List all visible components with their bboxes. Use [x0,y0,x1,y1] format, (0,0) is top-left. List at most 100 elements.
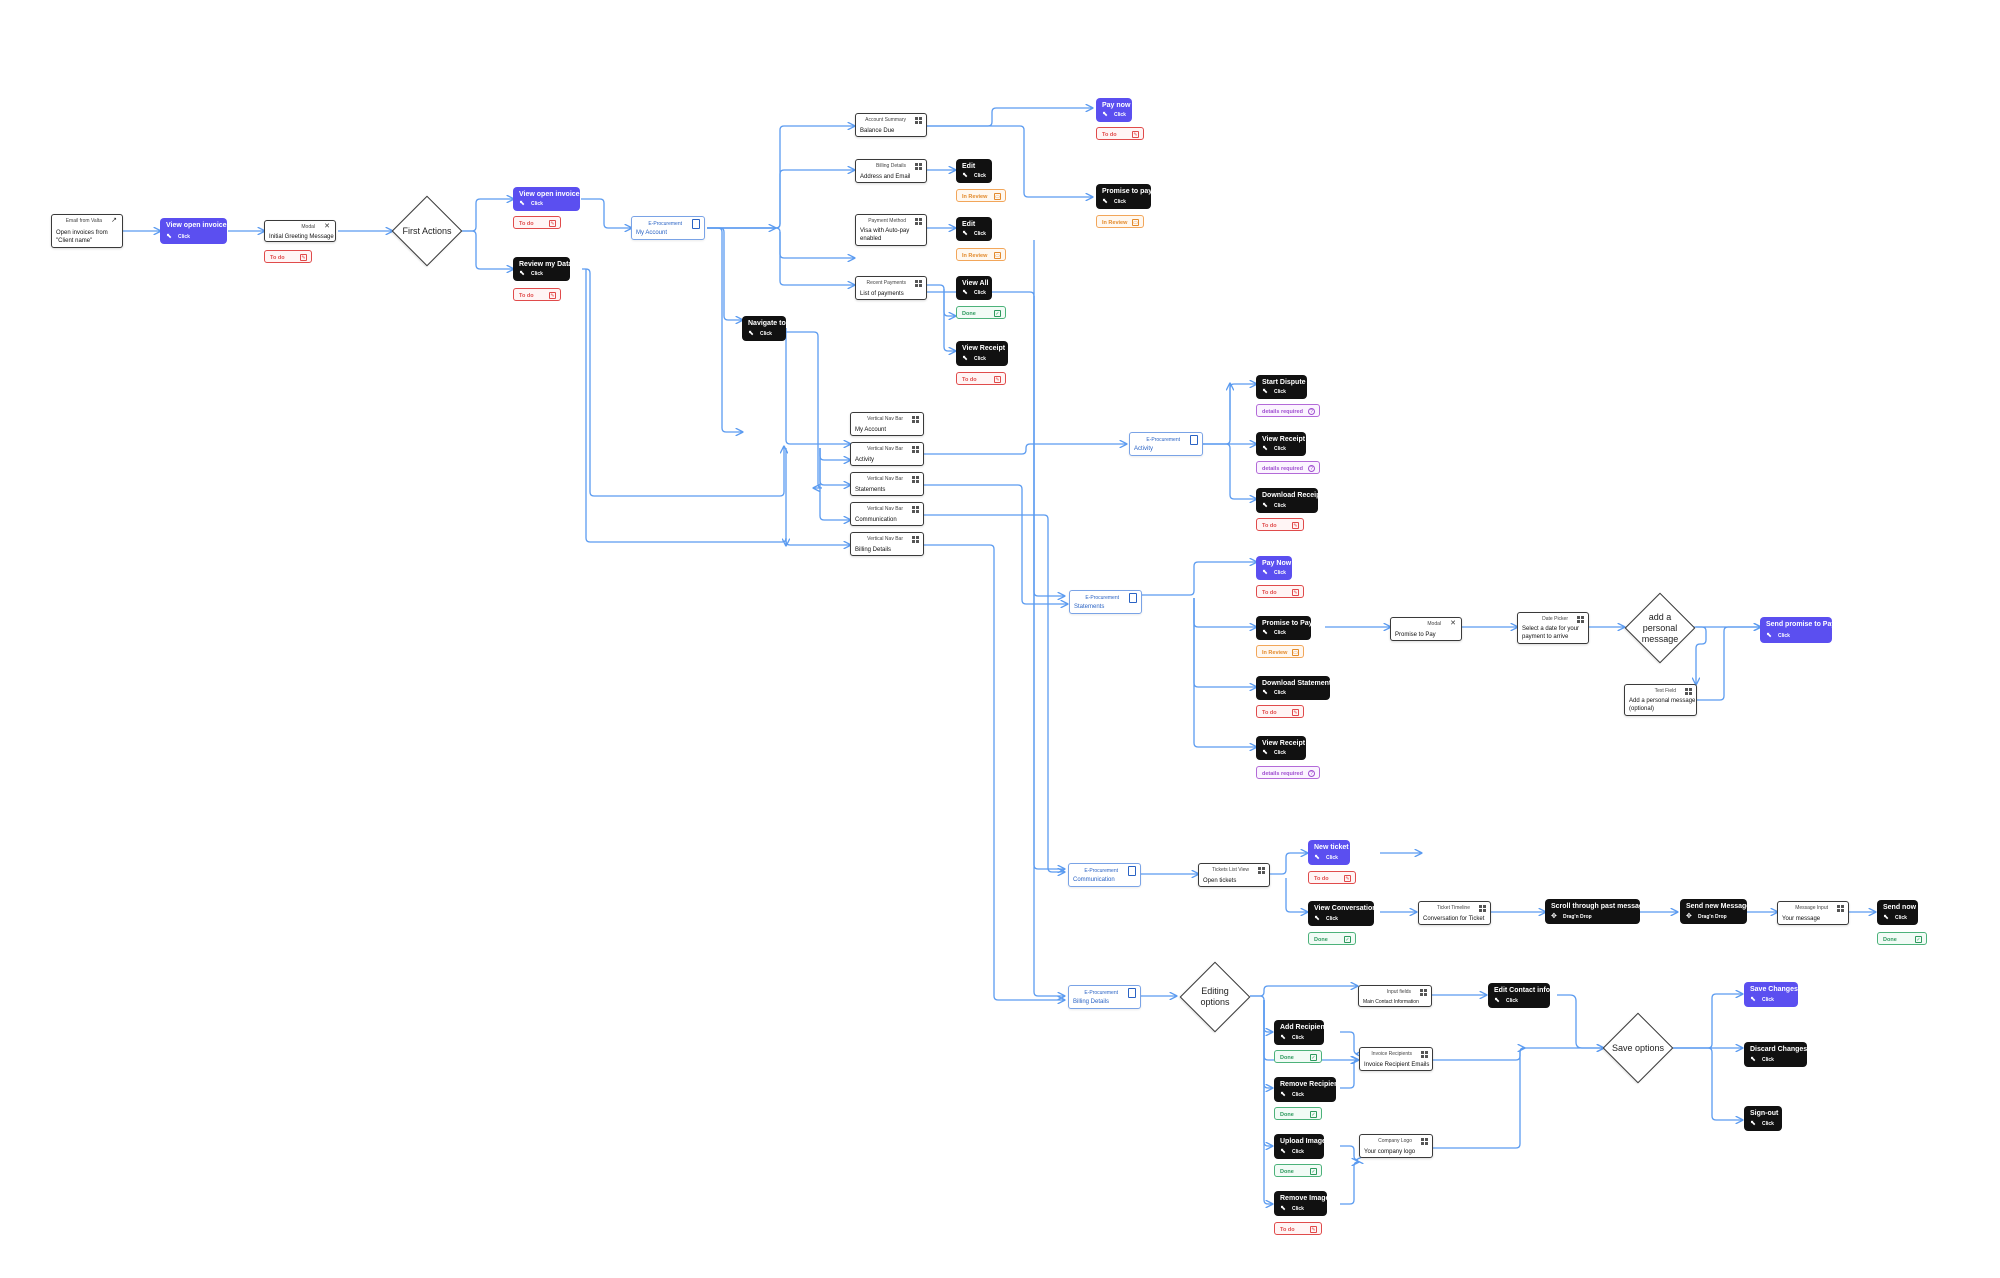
view-receipt-button-3[interactable]: View Receipt ⬉ Click [1256,736,1306,760]
pay-now-button-2[interactable]: Pay Now ⬉ Click [1256,556,1292,580]
vnav-my-account[interactable]: Vertical Nav Bar My Account [850,412,924,436]
status-label: Done [962,311,976,317]
discard-changes-button[interactable]: Discard Changes ⬉ Click [1744,1042,1807,1067]
connector [1433,1048,1603,1061]
cursor-icon: ⬉ [1494,997,1500,1004]
navigate-to-button[interactable]: Navigate to ⬉ Click [742,316,786,341]
connector [1250,986,1357,997]
status-label: To do [1262,590,1277,596]
view-receipt-button[interactable]: View Receipt ⬉ Click [956,341,1008,366]
status-badge-todo: To do ✎ [1308,871,1356,884]
edit-icon: ✎ [1292,709,1299,716]
send-promise-to-pay-button[interactable]: Send promise to Pay ⬉ Click [1760,617,1835,643]
nav-label: Activity [855,457,875,463]
cursor-icon: ⬉ [1262,569,1268,576]
review-my-data-button[interactable]: Review my Data ⬉ Click [513,257,572,281]
question-icon: ? [1308,465,1315,472]
view-conversation-button[interactable]: View Conversation ⬉ Click [1308,901,1377,926]
connector [707,227,742,432]
action-label: Send now [1883,904,1917,911]
connector [582,268,784,497]
vnav-billing-details[interactable]: Vertical Nav Bar Billing Details [850,532,924,556]
grid-icon [1837,905,1844,912]
status-badge-todo: To do ✎ [1256,705,1304,718]
new-ticket-button[interactable]: New ticket ⬉ Click [1308,840,1350,865]
modal-greeting-screen: Modal ✕ Initial Greeting Message [264,220,336,242]
screen-title: Modal [1427,621,1441,627]
edit-contact-info-button[interactable]: Edit Contact info ⬉ Click [1488,983,1550,1008]
save-changes-button[interactable]: Save Changes ⬉ Click [1744,982,1798,1007]
cursor-icon: ⬉ [962,355,968,362]
download-statement-button[interactable]: Download Statement ⬉ Click [1256,676,1331,700]
view-open-invoices-button-2[interactable]: View open invoices ⬉ Click [513,187,584,211]
ep-title: E-Procurement [1084,868,1118,874]
screen-title: Recent Payments [866,280,906,286]
action-label: Edit [962,221,976,228]
pay-now-button[interactable]: Pay now ⬉ Click [1096,98,1132,122]
status-badge-todo: To do ✎ [1274,1222,1322,1235]
connector [943,289,955,351]
status-badge-in-review: In Review ▭ [956,248,1006,261]
status-badge-todo: To do ✎ [1256,585,1304,598]
eprocurement-my-account: E-Procurement My Account [631,216,705,240]
drag-icon: ✥ [1551,913,1557,920]
connector [782,331,823,488]
screen-title: Modal [301,224,315,230]
promise-to-pay-button-2[interactable]: Promise to Pay ⬉ Click [1256,616,1313,640]
connector [581,198,631,228]
connector [1340,1145,1358,1160]
cursor-icon: ⬉ [1314,915,1320,922]
action-label: View open invoices [519,191,584,198]
grid-icon [915,117,922,124]
eprocurement-communication: E-Procurement Communication [1068,863,1141,887]
scroll-past-messages-button[interactable]: Scroll through past messages ✥ Drag'n Dr… [1545,899,1651,924]
edit-payment-button[interactable]: Edit ⬉ Click [956,217,992,241]
connector [1263,1000,1272,1088]
document-icon [1128,866,1136,876]
question-icon: ? [1308,408,1315,415]
ep-title: E-Procurement [1085,595,1119,601]
send-now-button[interactable]: Send now ⬉ Click [1877,900,1918,925]
connector [1285,878,1307,912]
action-label: Send new Message [1686,903,1751,910]
edit-billing-button[interactable]: Edit ⬉ Click [956,159,992,183]
nav-label: My Account [855,427,887,433]
connector [926,125,1092,197]
upload-image-button[interactable]: Upload Image ⬉ Click [1274,1134,1326,1159]
status-badge-done: Done ✓ [1274,1050,1322,1063]
start-dispute-button[interactable]: Start Dispute ⬉ Click [1256,375,1307,399]
status-badge-todo: To do ✎ [1256,518,1304,531]
grid-icon [912,416,919,423]
click-label: Click [1778,633,1790,639]
connector [926,108,1092,127]
status-badge-done: Done ✓ [1308,932,1356,945]
vnav-communication[interactable]: Vertical Nav Bar Communication [850,502,924,526]
connector [1433,1048,1524,1149]
eprocurement-billing-details: E-Procurement Billing Details [1068,985,1141,1009]
remove-recipient-button[interactable]: Remove Recipient ⬉ Click [1274,1077,1341,1102]
promise-to-pay-button[interactable]: Promise to pay ⬉ Click [1096,184,1152,209]
screen-text: Promise to Pay [1395,632,1436,638]
screen-title: Email from Valta [65,218,102,224]
payment-method-screen: Payment Method Visa with Auto-pay enable… [855,214,927,246]
remove-image-button[interactable]: Remove Image ⬉ Click [1274,1191,1329,1216]
vnav-statements[interactable]: Vertical Nav Bar Statements [850,472,924,496]
status-label: To do [1102,132,1117,138]
action-label: Pay Now [1262,560,1292,567]
screen-text: Conversation for Ticket [1423,916,1485,922]
sign-out-button[interactable]: Sign-out ⬉ Click [1744,1106,1782,1131]
add-recipient-button[interactable]: Add Recipient ⬉ Click [1274,1020,1327,1045]
view-receipt-button-2[interactable]: View Receipt ⬉ Click [1256,432,1306,456]
status-label: To do [962,377,977,383]
download-receipt-button[interactable]: Download Receipt ⬉ Click [1256,488,1323,513]
view-open-invoices-button[interactable]: View open invoices ⬉ Click [160,218,230,244]
vnav-activity[interactable]: Vertical Nav Bar Activity [850,442,924,466]
screen-text: Your company logo [1364,1149,1416,1155]
status-label: Done [1280,1055,1294,1061]
status-label: In Review [1262,650,1288,656]
send-new-message-button[interactable]: Send new Message ✥ Drag'n Drop [1680,899,1751,924]
action-label: Remove Recipient [1280,1081,1341,1088]
view-all-button[interactable]: View All ⬉ Click [956,276,992,300]
click-label: Click [1762,1121,1774,1127]
status-label: In Review [962,194,988,200]
